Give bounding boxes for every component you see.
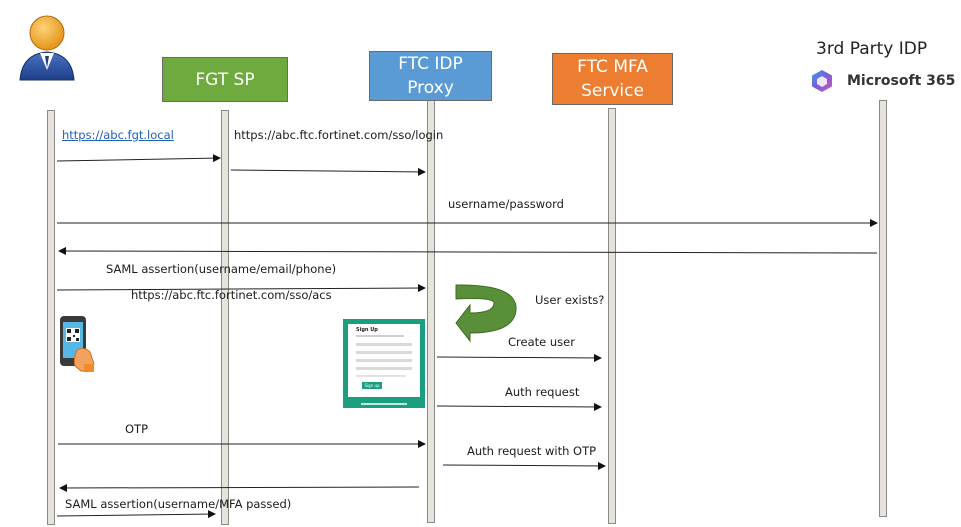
signup-form-field (356, 359, 412, 362)
message-label-user-exists: User exists? (535, 293, 605, 307)
signup-form-field (356, 367, 412, 370)
arrow-third-party-to-user (58, 247, 878, 256)
arrow-user-to-idp-proxy-saml (56, 284, 426, 293)
message-label-auth-request: Auth request (505, 385, 580, 399)
message-label-sso-login: https://abc.ftc.fortinet.com/sso/login (234, 128, 444, 142)
lifeline-ftc-mfa-service (608, 108, 616, 524)
message-label-sso-acs: https://abc.ftc.fortinet.com/sso/acs (131, 288, 332, 302)
signup-form-field (356, 343, 412, 346)
participant-ftc-mfa-service: FTC MFA Service (552, 53, 673, 105)
signup-form-footer-line (361, 403, 407, 405)
message-label-username-password: username/password (448, 197, 564, 211)
arrow-idp-proxy-to-user (59, 483, 420, 492)
microsoft-365-label: Microsoft 365 (847, 73, 956, 89)
signup-form-card: Sign Up Sign up (348, 324, 420, 397)
lifeline-user (47, 110, 55, 525)
microsoft-365-logo-icon (812, 70, 832, 92)
signup-form-title: Sign Up (356, 327, 378, 333)
message-label-saml-assertion-2: SAML assertion(username/MFA passed) (65, 497, 292, 511)
signup-form-thumbnail: Sign Up Sign up (343, 319, 425, 408)
arrow-user-to-fgt (56, 154, 221, 163)
signup-form-button: Sign up (362, 382, 382, 389)
participant-fgt-sp: FGT SP (162, 57, 288, 102)
message-label-auth-request-otp: Auth request with OTP (467, 444, 597, 458)
message-label-create-user: Create user (508, 335, 575, 349)
message-label-fgt-local: https://abc.fgt.local (62, 128, 174, 142)
arrow-auth-request (436, 402, 602, 411)
arrow-auth-request-otp (442, 461, 606, 470)
arrow-create-user (436, 353, 602, 362)
user-avatar-icon (19, 15, 75, 81)
user-exists-loop-arrow-icon (455, 284, 517, 343)
participant-ftc-idp-proxy: FTC IDP Proxy (369, 51, 492, 101)
participant-third-party-idp: 3rd Party IDP (816, 39, 928, 59)
message-label-saml-assertion-1: SAML assertion(username/email/phone) (106, 262, 337, 276)
lifeline-fgt-sp (221, 110, 229, 525)
signup-form-field (356, 351, 412, 354)
lifeline-third-party-idp (879, 100, 887, 517)
signup-form-checkbox-line (356, 375, 406, 377)
phone-qr-code-icon (60, 316, 95, 372)
signup-form-subtitle-line (356, 335, 404, 337)
message-label-otp: OTP (125, 422, 149, 436)
arrow-fgt-to-idp-proxy (230, 167, 426, 176)
arrow-user-to-fgt-final (56, 510, 216, 519)
